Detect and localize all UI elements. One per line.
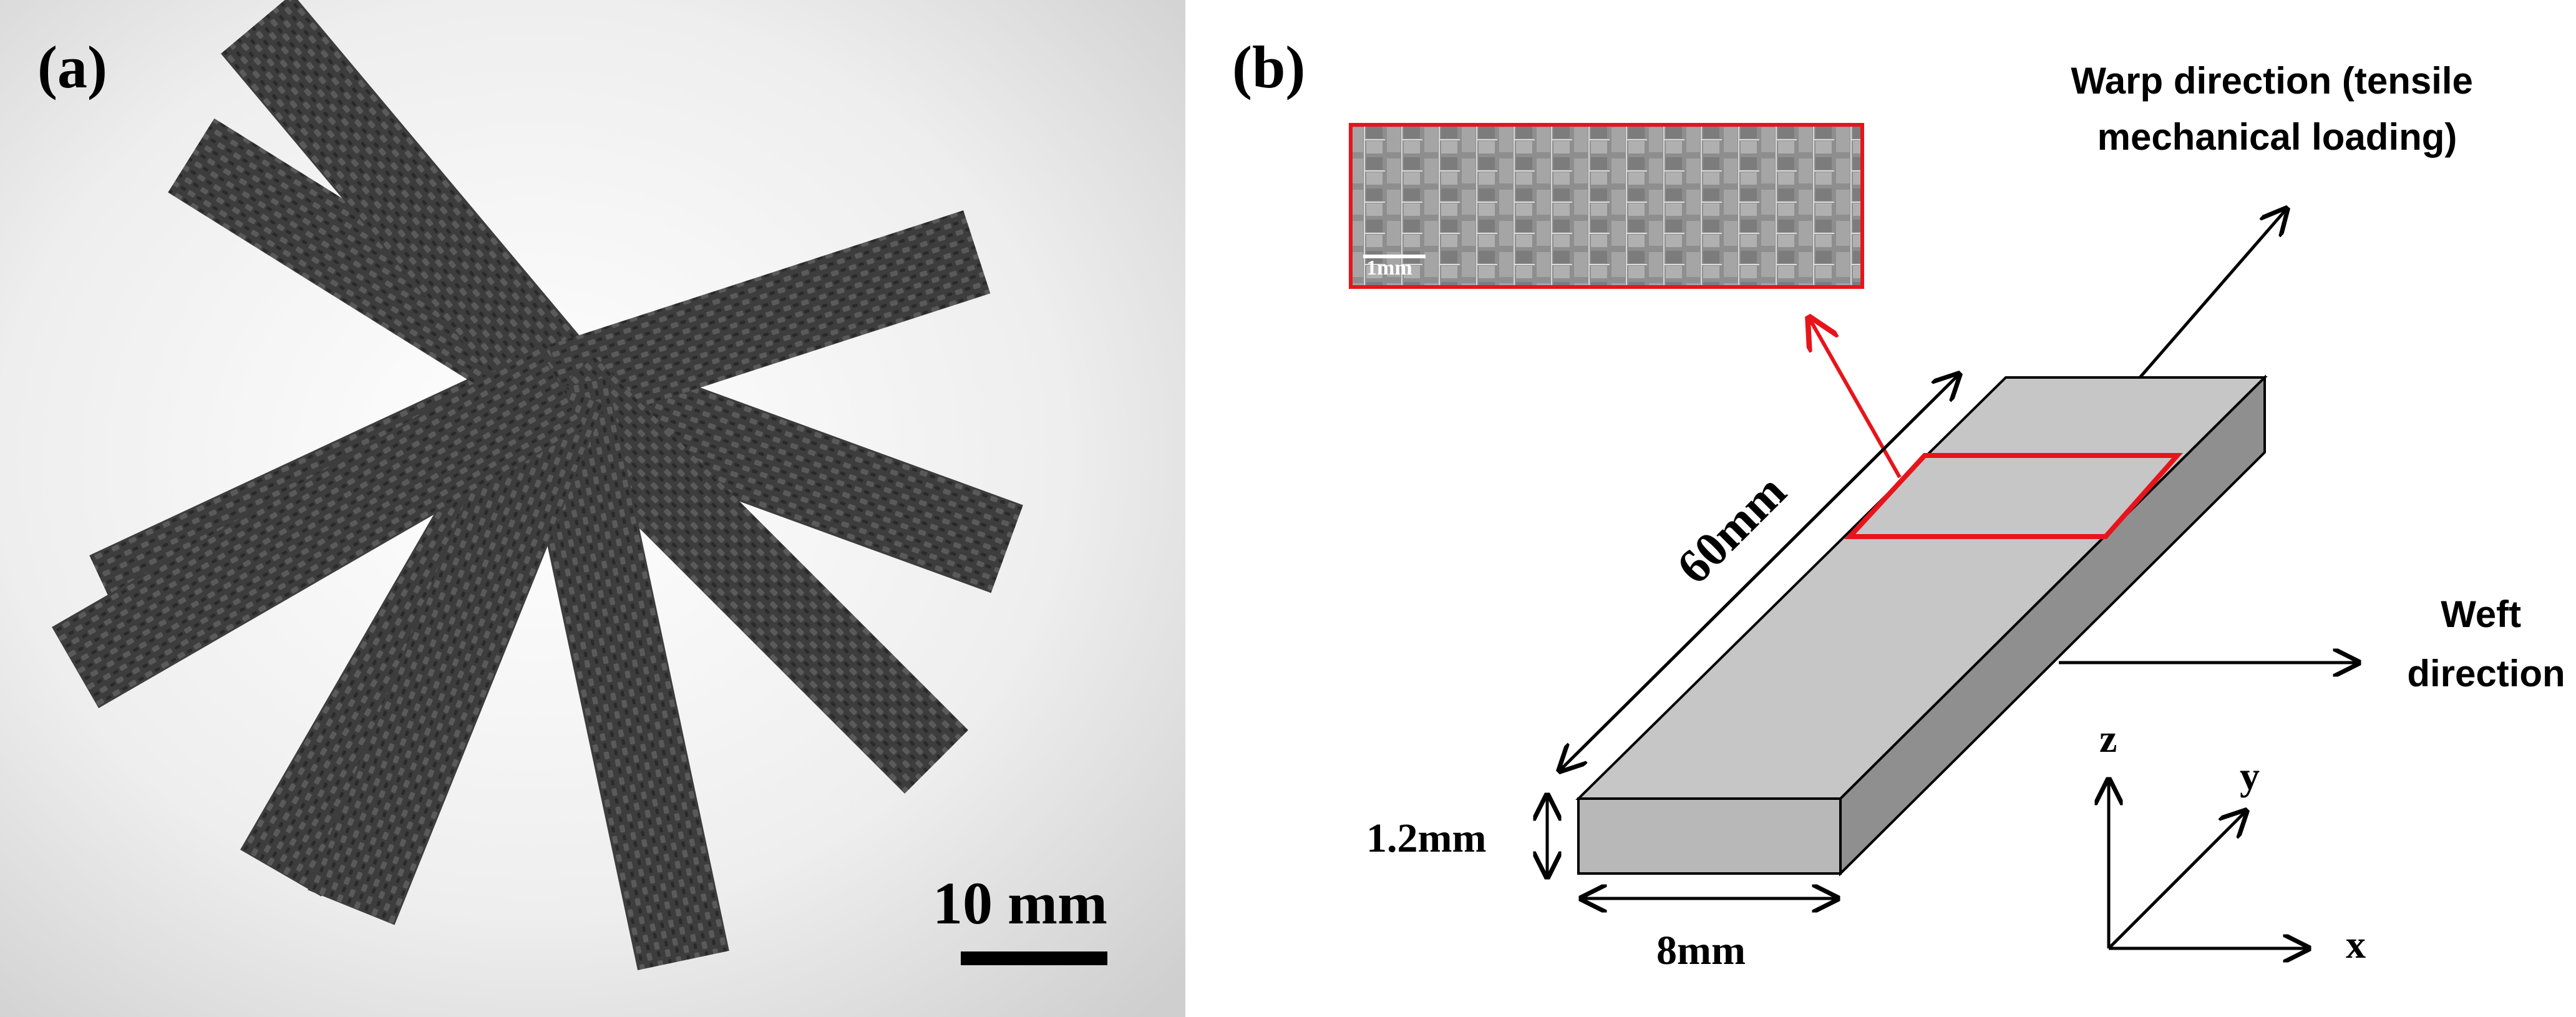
z-axis-label: z (2099, 716, 2117, 761)
panel-b-label: (b) (1232, 34, 1305, 100)
weft-label-line-1: Weft (2441, 593, 2521, 635)
warp-direction-label: Warp direction (tensile mechanical loadi… (2071, 60, 2483, 158)
weft-direction-label: Weft direction (2407, 593, 2565, 694)
specimen (1575, 374, 2268, 877)
width-dimension-label: 8mm (1656, 928, 1746, 973)
weft-label-line-2: direction (2407, 653, 2565, 694)
specimen-front-face (1577, 797, 1842, 875)
woven-strip (545, 343, 1023, 593)
sem-frame (1349, 123, 1864, 289)
y-axis (2107, 811, 2246, 950)
woven-strips (52, 0, 1023, 971)
woven-strip (308, 369, 605, 925)
sem-scale-bar (1363, 255, 1426, 258)
scale-bar (961, 951, 1107, 965)
sem-inset: 1mm (1349, 123, 1864, 289)
length-dimension-arrow (1560, 374, 1959, 771)
panel-b: (b) 1mm 60mm 1.2mm 8mm Warp direction (t… (1232, 34, 2565, 973)
scale-bar-label: 10 mm (933, 870, 1107, 937)
coordinate-axes: z y x (2099, 716, 2366, 966)
woven-strip (515, 377, 729, 971)
warp-label-line-1: Warp direction (tensile (2071, 60, 2473, 102)
thickness-dimension-label: 1.2mm (1366, 815, 1486, 861)
panel-a-label: (a) (37, 34, 107, 100)
y-axis-label: y (2240, 754, 2260, 798)
x-axis-label: x (2346, 922, 2366, 966)
woven-strip (52, 346, 585, 708)
sem-image (1351, 125, 1862, 287)
sem-scale-label: 1mm (1366, 256, 1412, 280)
woven-strip (221, 0, 598, 417)
warp-direction-arrow (2139, 209, 2287, 379)
length-dimension-label: 60mm (1666, 464, 1797, 594)
zoom-arrow (1809, 318, 1902, 479)
woven-strip (530, 355, 968, 794)
warp-label-line-2: mechanical loading) (2097, 116, 2457, 158)
woven-strip (548, 210, 991, 429)
panel-a: (a) 10 mm (0, 0, 1185, 1017)
